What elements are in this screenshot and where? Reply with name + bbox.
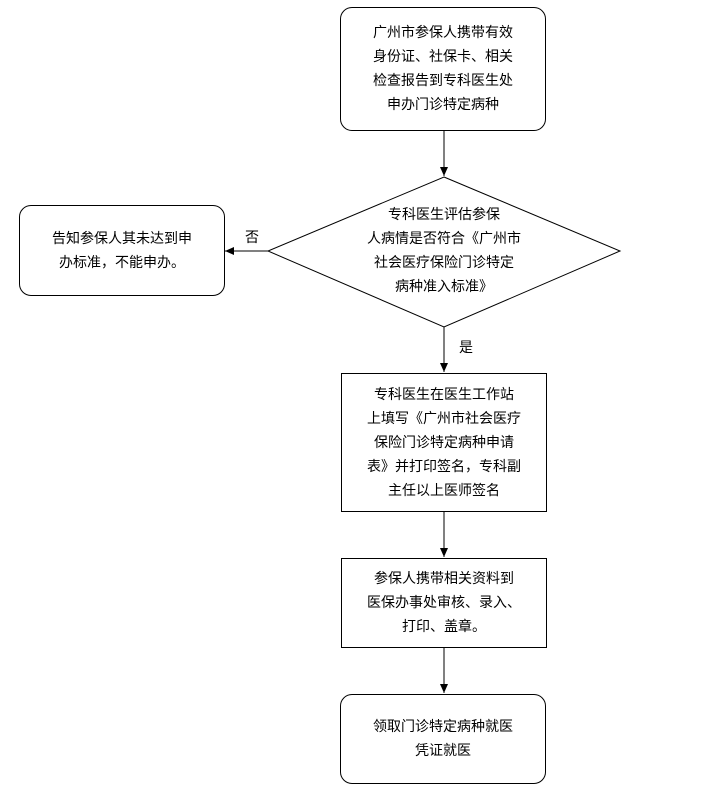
edge-label-yes: 是 xyxy=(459,340,473,356)
review-node-text: 参保人携带相关资料到 医保办事处审核、录入、 打印、盖章。 xyxy=(367,571,521,635)
review-node: 参保人携带相关资料到 医保办事处审核、录入、 打印、盖章。 xyxy=(341,558,547,648)
fill-form-node: 专科医生在医生工作站 上填写《广州市社会医疗 保险门诊特定病种申请 表》并打印签… xyxy=(341,373,547,512)
reject-node: 告知参保人其未达到申 办标准，不能申办。 xyxy=(19,205,225,296)
start-node-text: 广州市参保人携带有效 身份证、社保卡、相关 检查报告到专科医生处 申办门诊特定病… xyxy=(373,25,513,113)
reject-node-text: 告知参保人其未达到申 办标准，不能申办。 xyxy=(52,230,192,271)
decision-node-text: 专科医生评估参保 人病情是否符合《广州市 社会医疗保险门诊特定 病种准入标准》 xyxy=(367,207,521,295)
fill-form-node-text: 专科医生在医生工作站 上填写《广州市社会医疗 保险门诊特定病种申请 表》并打印签… xyxy=(367,386,521,499)
end-node: 领取门诊特定病种就医 凭证就医 xyxy=(340,694,546,784)
end-node-text: 领取门诊特定病种就医 凭证就医 xyxy=(373,719,513,759)
start-node: 广州市参保人携带有效 身份证、社保卡、相关 检查报告到专科医生处 申办门诊特定病… xyxy=(340,7,546,131)
edge-label-no: 否 xyxy=(245,230,259,246)
